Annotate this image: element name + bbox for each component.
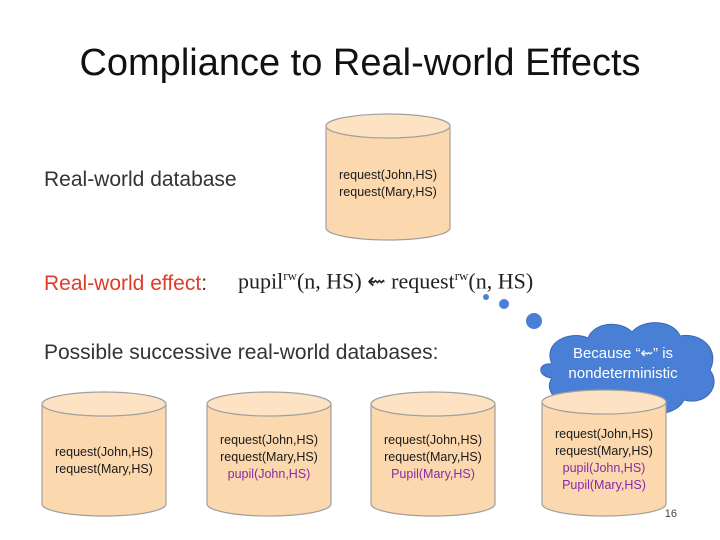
db2-new-fact: pupil(John,HS) bbox=[227, 467, 311, 481]
db2-line-2: request(Mary,HS) bbox=[220, 450, 318, 464]
db1-line-1: request(John,HS) bbox=[55, 445, 153, 459]
db3-line-1: request(John,HS) bbox=[384, 433, 482, 447]
top-db-line-2: request(Mary,HS) bbox=[339, 185, 437, 199]
top-database-cylinder: request(John,HS) request(Mary,HS) bbox=[324, 112, 452, 242]
slide-title: Compliance to Real-world Effects bbox=[79, 42, 641, 84]
db1-line-2: request(Mary,HS) bbox=[55, 462, 153, 476]
db2-line-1: request(John,HS) bbox=[220, 433, 318, 447]
db4-line-1: request(John,HS) bbox=[555, 427, 653, 441]
bubble-text: Because “⇜” is nondeterministic bbox=[568, 345, 678, 382]
effect-formula: pupilrw(n, HS) ⇜ requestrw(n, HS) bbox=[238, 268, 534, 294]
possible-successive-label: Possible successive real-world databases… bbox=[44, 341, 439, 364]
real-world-effect-label: Real-world effect: bbox=[44, 272, 208, 295]
db4-new-fact-1: pupil(John,HS) bbox=[562, 461, 646, 475]
db-option-2: request(John,HS) request(Mary,HS) pupil(… bbox=[205, 390, 333, 518]
db3-line-2: request(Mary,HS) bbox=[384, 450, 482, 464]
db-option-3: request(John,HS) request(Mary,HS) Pupil(… bbox=[369, 390, 497, 518]
db3-new-fact: Pupil(Mary,HS) bbox=[391, 467, 475, 481]
real-world-database-label: Real-world database bbox=[44, 168, 237, 191]
page-number: 16 bbox=[664, 508, 677, 520]
db4-new-fact-2: Pupil(Mary,HS) bbox=[562, 478, 646, 492]
db4-line-2: request(Mary,HS) bbox=[555, 444, 653, 458]
top-db-line-1: request(John,HS) bbox=[339, 168, 437, 182]
db-option-1: request(John,HS) request(Mary,HS) bbox=[40, 390, 168, 518]
squiggle-arrow-icon: ⇜ bbox=[367, 268, 386, 294]
db-option-4: request(John,HS) request(Mary,HS) pupil(… bbox=[540, 388, 668, 518]
